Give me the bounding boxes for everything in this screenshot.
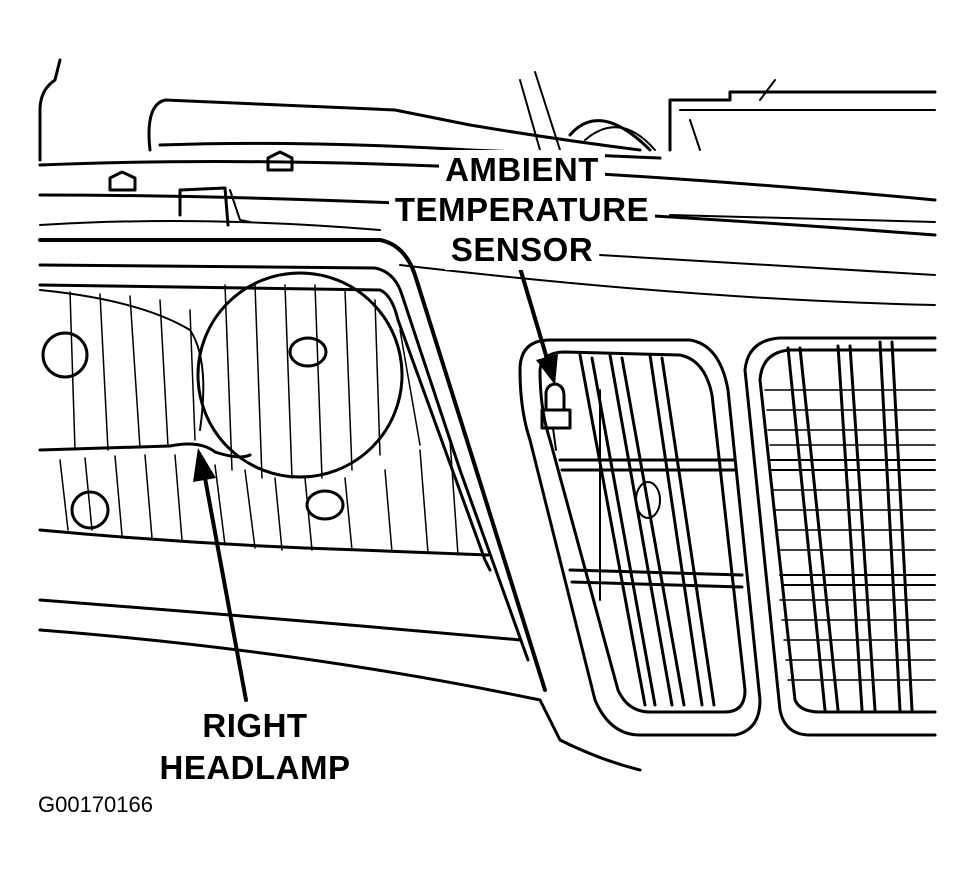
figure-id: G00170166 <box>38 792 153 817</box>
sensor-label-line-2: TEMPERATURE <box>388 190 656 230</box>
hood-area <box>38 58 937 162</box>
right-headlamp-label: RIGHT HEADLAMP <box>130 705 380 789</box>
headlamp-label-line-2: HEADLAMP <box>159 749 351 786</box>
ambient-temperature-sensor-label: AMBIENT TEMPERATURE SENSOR <box>372 150 672 270</box>
sensor-label-line-1: AMBIENT <box>439 150 605 190</box>
grille-left-opening <box>518 338 762 737</box>
headlamp-label-line-1: RIGHT <box>202 707 308 744</box>
callout-arrows <box>193 266 558 702</box>
sensor-arrowhead <box>536 354 558 385</box>
headlamp-arrowhead <box>193 448 216 482</box>
sensor-leader-line <box>518 266 550 364</box>
headlamp-leader-line <box>203 476 248 702</box>
grille-right-opening <box>743 336 937 737</box>
right-headlamp <box>38 238 642 772</box>
sensor-label-line-3: SENSOR <box>444 230 600 270</box>
